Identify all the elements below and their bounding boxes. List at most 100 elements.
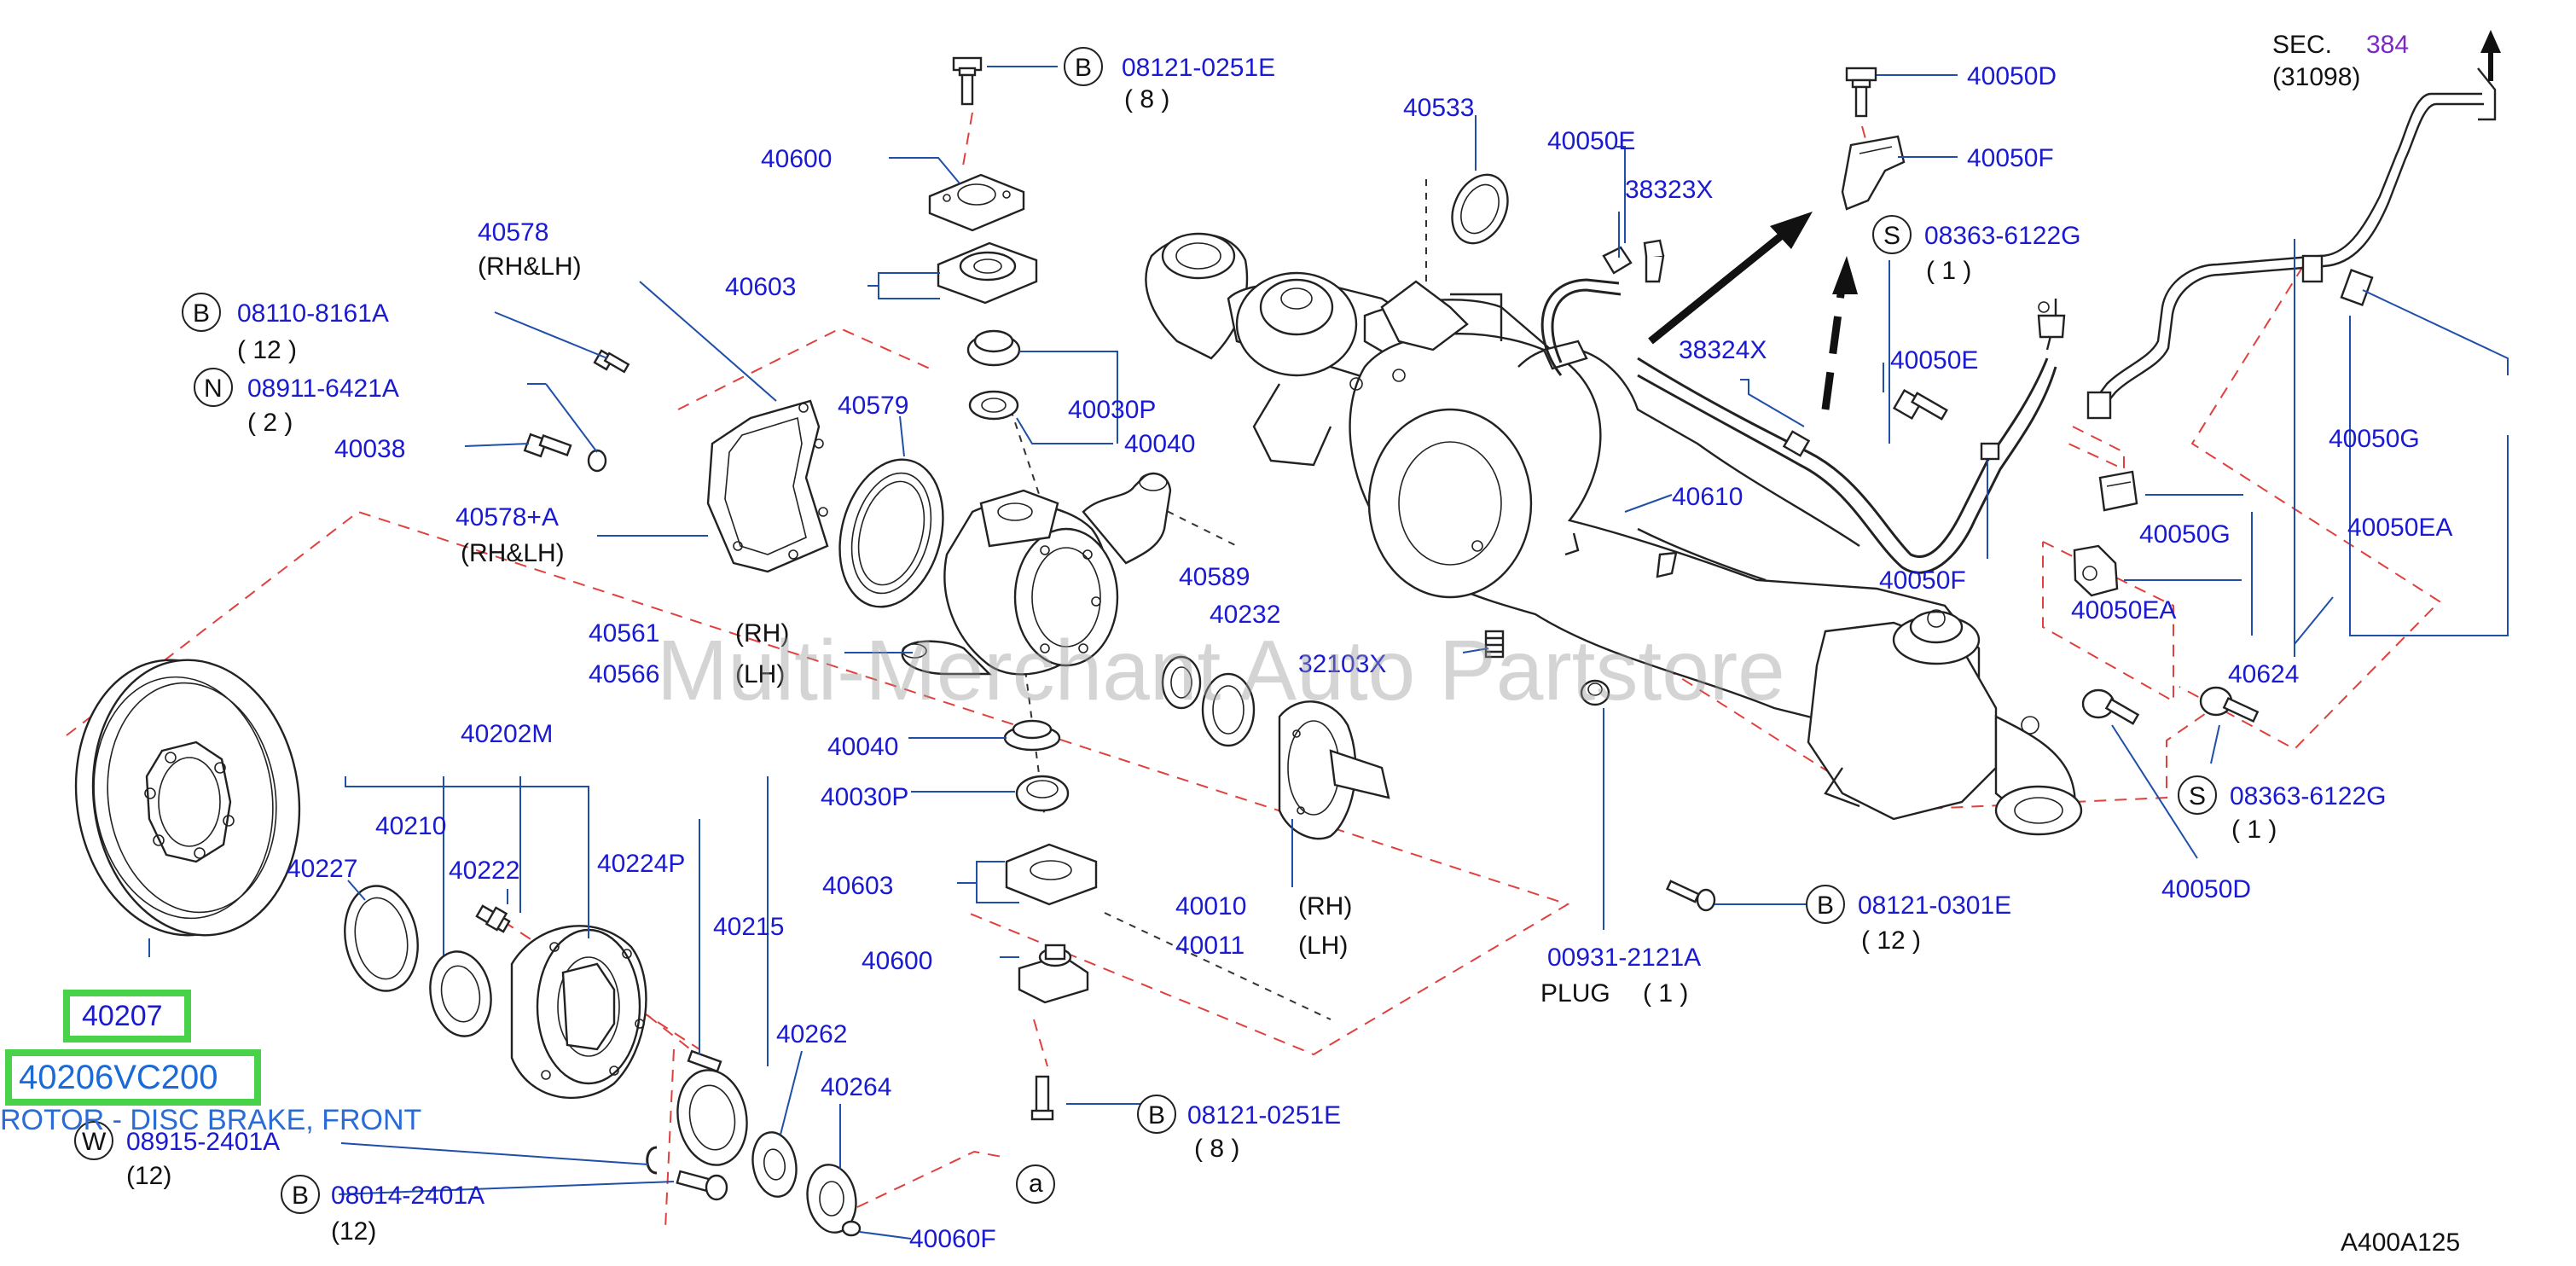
part-number-08121-0301e[interactable]: 08121-0301E [1858,891,2011,920]
arrow-icon [1648,30,2501,410]
part-label-40210[interactable]: 40210 [375,812,446,840]
part-label-40050f[interactable]: 40050F [1967,144,2054,172]
part-number-08121-0251e[interactable]: 08121-0251E [1122,54,1275,82]
sec-sub-label: (31098) [2272,63,2360,91]
part-label-40610[interactable]: 40610 [1672,483,1743,511]
bracket-40050ea [2073,544,2119,597]
part-label-40578-a[interactable]: 40578+A [455,503,559,531]
part-label-40600[interactable]: 40600 [761,145,832,173]
part-label-40561[interactable]: 40561 [589,619,659,648]
part-label-40040[interactable]: 40040 [1124,430,1195,458]
dashed-outline-bearing [856,1150,1003,1208]
part-label-00931-2121a[interactable]: 00931-2121A [1547,944,1701,972]
part-label-40050ea[interactable]: 40050EA [2071,596,2176,624]
part-label-40050g[interactable]: 40050G [2139,520,2231,549]
bolt-top [952,56,983,106]
part-number-08121-0251e[interactable]: 08121-0251E [1187,1101,1341,1130]
plug-00931 [1580,679,1610,706]
seal-40533 [1451,173,1509,245]
part-label-40222[interactable]: 40222 [449,857,519,885]
badge-letter: B [1148,1101,1165,1130]
part-label-40030p[interactable]: 40030P [821,783,908,811]
part-label-40264[interactable]: 40264 [821,1073,891,1101]
qty-label: (12) [331,1217,376,1246]
left-knuckle [901,472,1172,676]
dashed-outline-rotor [66,510,1570,1056]
rh-label: (RH) [735,619,789,648]
part-label-40050d[interactable]: 40050D [1967,62,2057,90]
part-label-40624[interactable]: 40624 [2228,660,2299,688]
dashed-outline-axle [1526,579,2214,812]
lh-label: (LH) [1298,932,1348,960]
part-label-40227[interactable]: 40227 [287,855,357,883]
part-label-40262[interactable]: 40262 [776,1020,847,1048]
part-label-40050d[interactable]: 40050D [2161,875,2251,903]
part-label-40050f[interactable]: 40050F [1879,566,1966,595]
seal-40589 [1161,655,1202,710]
badge-letter: N [204,375,223,403]
stud-40224p [687,1049,722,1073]
part-number-08911-6421a[interactable]: 08911-6421A [247,375,399,403]
highlighted-oem-number[interactable]: 40206VC200 [19,1059,218,1096]
part-label-40224p[interactable]: 40224P [597,850,685,878]
qty-label: ( 1 ) [1926,257,1971,285]
badge-letter: B [1075,54,1092,82]
part-label-40215[interactable]: 40215 [713,913,784,941]
part-label-40011[interactable]: 40011 [1175,932,1244,960]
part-label-40050e[interactable]: 40050E [1890,346,1978,375]
highlighted-part-number[interactable]: 40207 [82,1000,163,1032]
part-label-38323x[interactable]: 38323X [1625,176,1713,204]
part-label-40050e[interactable]: 40050E [1547,127,1635,155]
bolt-08110 [593,349,630,374]
part-label-40579[interactable]: 40579 [838,392,908,420]
part-label-40060f[interactable]: 40060F [909,1225,996,1253]
brake-pipe-40050ea [2086,67,2497,420]
badge-letter: B [193,299,210,328]
kingpin-cap-top [928,173,1038,421]
part-label-40533[interactable]: 40533 [1403,94,1474,122]
highlight-box-oem [5,1049,261,1106]
rhlh-label: (RH&LH) [461,539,565,567]
qty-label: ( 12 ) [1861,926,1921,955]
seal-40579 [838,458,944,608]
part-number-08363-6122g[interactable]: 08363-6122G [1924,222,2081,250]
part-label-40600[interactable]: 40600 [862,947,932,975]
part-number-08363-6122g[interactable]: 08363-6122G [2230,782,2387,810]
part-label-40603[interactable]: 40603 [725,273,796,301]
sec-number-link[interactable]: 384 [2366,31,2409,59]
seal-40227 [344,885,419,992]
part-label-40040[interactable]: 40040 [827,733,898,761]
bolt-08121-0301e [1665,880,1716,912]
part-number-08915-2401a[interactable]: 08915-2401A [126,1128,280,1156]
part-label-40202m[interactable]: 40202M [461,720,553,748]
part-label-40038[interactable]: 40038 [334,435,405,463]
part-label-40232[interactable]: 40232 [1210,601,1280,629]
dashed-outline-clamp [2179,265,2441,751]
kingpin-cap-bottom [1003,719,1098,1004]
part-label-40010[interactable]: 40010 [1175,892,1246,920]
qty-label: ( 1 ) [1643,979,1688,1008]
part-label-38324x[interactable]: 38324X [1679,336,1767,364]
part-label-40566[interactable]: 40566 [589,660,659,688]
dashed-line-hub-bolt [502,920,700,1050]
bolt-40060f [841,1220,862,1237]
part-label-40030p[interactable]: 40030P [1068,396,1156,424]
part-label-40050ea[interactable]: 40050EA [2347,514,2452,542]
part-label-40603[interactable]: 40603 [822,872,893,900]
part-label-32103x[interactable]: 32103X [1298,650,1386,678]
part-number-08014-2401a[interactable]: 08014-2401A [331,1182,484,1210]
part-label-40589[interactable]: 40589 [1179,563,1250,591]
qty-label: ( 8 ) [1124,85,1169,113]
rh-label: (RH) [1298,892,1352,920]
dashed-outline-hose [2042,541,2174,703]
part-description: ROTOR - DISC BRAKE, FRONT [0,1104,421,1136]
dashed-line-stud [630,1002,702,1059]
dashed-line-bolt-top [961,112,973,171]
part-label-40578[interactable]: 40578 [478,218,548,247]
part-label-40050g[interactable]: 40050G [2329,425,2420,453]
plug-label: PLUG [1540,979,1610,1008]
bolt-08014 [676,1170,728,1201]
part-number-08110-8161a[interactable]: 08110-8161A [237,299,389,328]
bolt-bottom [1030,1075,1054,1121]
dashed-line-bottom [664,1048,675,1229]
